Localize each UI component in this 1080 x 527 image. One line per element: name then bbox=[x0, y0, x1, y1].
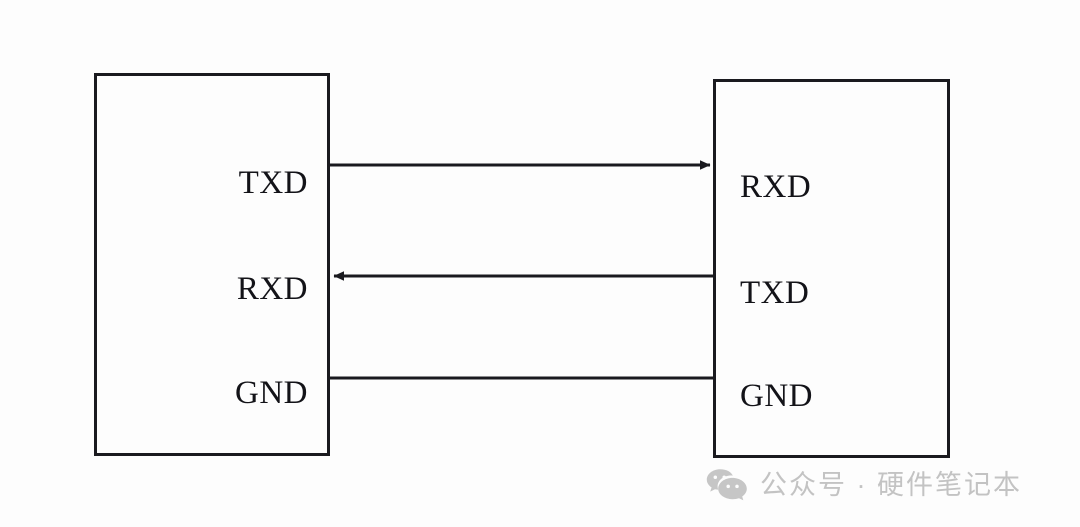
watermark: 公众号 · 硬件笔记本 bbox=[706, 468, 1022, 502]
device-box-left bbox=[94, 73, 330, 456]
watermark-text: 公众号 · 硬件笔记本 bbox=[760, 470, 1022, 500]
pin-label-left-gnd: GND bbox=[235, 375, 308, 411]
wechat-icon bbox=[706, 469, 747, 501]
pin-label-right-gnd: GND bbox=[740, 378, 813, 414]
device-box-right bbox=[713, 79, 950, 458]
pin-label-right-txd: TXD bbox=[740, 275, 810, 311]
pin-label-right-rxd: RXD bbox=[740, 169, 812, 205]
pin-label-left-txd: TXD bbox=[238, 165, 308, 201]
pin-label-left-rxd: RXD bbox=[236, 271, 308, 307]
